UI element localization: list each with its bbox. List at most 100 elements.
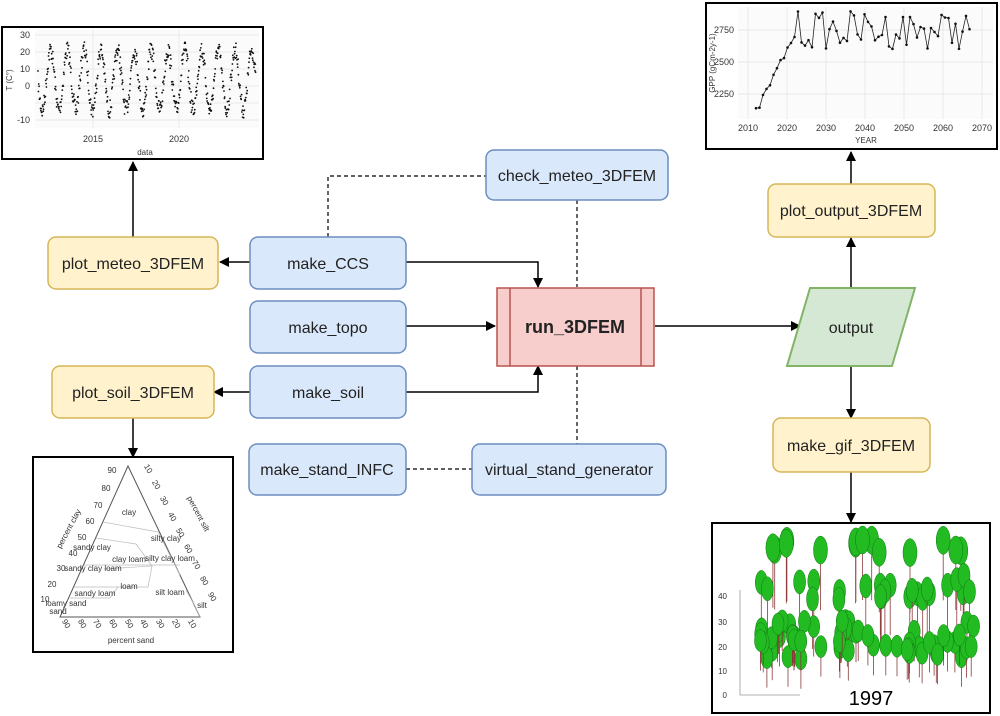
meteo-point: [127, 103, 130, 105]
soil-bottom-axis-label: percent sand: [108, 636, 154, 645]
meteo-point: [219, 56, 222, 59]
meteo-point: [133, 55, 136, 58]
meteo-point: [44, 95, 47, 98]
meteo-point: [106, 99, 109, 102]
meteo-point: [43, 94, 45, 97]
meteo-point: [57, 103, 59, 106]
meteo-point: [109, 111, 112, 113]
meteo-point: [47, 67, 50, 70]
gpp-point: [775, 66, 779, 70]
plot-meteo-node[interactable]: plot_meteo_3DFEM: [47, 236, 219, 290]
tree-crown: [900, 638, 914, 661]
meteo-point: [168, 47, 171, 49]
gpp-point: [814, 12, 817, 16]
meteo-point: [101, 56, 104, 59]
meteo-point: [107, 110, 109, 113]
gpp-point: [800, 41, 803, 44]
meteo-point: [61, 95, 63, 97]
meteo-ytick: 20: [20, 47, 30, 57]
meteo-point: [131, 59, 134, 62]
tree-crown: [779, 529, 794, 558]
virtual-stand-node[interactable]: virtual_stand_generator: [471, 443, 667, 496]
meteo-point: [105, 91, 107, 94]
meteo-point: [88, 93, 90, 95]
meteo-point: [201, 55, 203, 58]
forest-ztick: 40: [718, 592, 727, 601]
meteo-point: [156, 104, 159, 107]
meteo-point: [250, 47, 253, 50]
meteo-point: [173, 95, 176, 97]
output-node[interactable]: output: [785, 287, 917, 367]
plot-soil-node[interactable]: plot_soil_3DFEM: [51, 365, 215, 419]
meteo-point: [130, 65, 133, 67]
meteo-point: [122, 98, 125, 101]
meteo-point: [170, 58, 172, 60]
meteo-point: [248, 61, 250, 64]
meteo-point: [87, 81, 89, 84]
meteo-point: [179, 88, 182, 91]
gpp-point: [817, 16, 821, 20]
meteo-xtick: 2020: [169, 134, 189, 144]
make-gif-node[interactable]: make_gif_3DFEM: [772, 417, 931, 473]
meteo-point: [191, 106, 194, 109]
soil-left-tick: 30: [57, 564, 66, 573]
tree-crown: [761, 576, 774, 602]
make-ccs-node[interactable]: make_CCS: [249, 236, 407, 290]
meteo-point: [151, 58, 153, 61]
meteo-point: [75, 108, 78, 110]
make-topo-node[interactable]: make_topo: [249, 300, 407, 354]
meteo-point: [196, 75, 199, 78]
meteo-point: [66, 54, 69, 57]
meteo-xtick: 2015: [83, 134, 103, 144]
meteo-point: [97, 63, 100, 65]
soil-left-tick: 90: [108, 466, 117, 475]
meteo-point: [190, 111, 193, 114]
meteo-point: [206, 92, 209, 95]
meteo-point: [225, 113, 228, 116]
meteo-point: [73, 93, 75, 95]
meteo-point: [110, 87, 113, 90]
meteo-point: [167, 44, 170, 46]
meteo-point: [77, 95, 79, 98]
gpp-point: [968, 27, 971, 31]
meteo-point: [203, 59, 206, 62]
meteo-point: [135, 54, 138, 57]
plot-output-node[interactable]: plot_output_3DFEM: [767, 183, 936, 238]
make-soil-node[interactable]: make_soil: [249, 365, 407, 419]
forest-ztick: 10: [718, 667, 727, 676]
meteo-point: [85, 49, 88, 51]
meteo-point: [46, 73, 48, 76]
meteo-point: [37, 83, 40, 85]
meteo-point: [137, 78, 140, 81]
meteo-point: [221, 86, 224, 89]
meteo-point: [205, 85, 208, 88]
meteo-point: [244, 96, 247, 99]
gpp-point: [880, 33, 884, 37]
meteo-point: [230, 76, 233, 79]
run-node[interactable]: run_3DFEM: [496, 287, 655, 367]
meteo-point: [127, 106, 129, 109]
meteo-point: [79, 79, 82, 82]
meteo-point: [177, 102, 180, 104]
meteo-point: [74, 98, 76, 101]
meteo-point: [185, 59, 188, 62]
make-topo-label: make_topo: [288, 320, 367, 337]
check-meteo-node[interactable]: check_meteo_3DFEM: [485, 149, 669, 201]
meteo-point: [196, 90, 198, 92]
meteo-point: [231, 63, 234, 65]
gpp-point: [828, 27, 831, 31]
meteo-point: [89, 98, 92, 101]
meteo-point: [230, 73, 232, 76]
meteo-point: [68, 61, 71, 64]
gpp-ytick: 2500: [714, 57, 734, 67]
meteo-point: [199, 49, 202, 52]
make-gif-label: make_gif_3DFEM: [787, 438, 915, 455]
meteo-point: [102, 58, 104, 61]
meteo-point: [106, 95, 109, 98]
meteo-point: [178, 94, 181, 96]
make-stand-node[interactable]: make_stand_INFC: [248, 443, 407, 496]
tree-crown: [937, 624, 950, 647]
meteo-point: [55, 106, 58, 108]
gpp-point: [852, 14, 856, 17]
meteo-point: [76, 100, 78, 103]
